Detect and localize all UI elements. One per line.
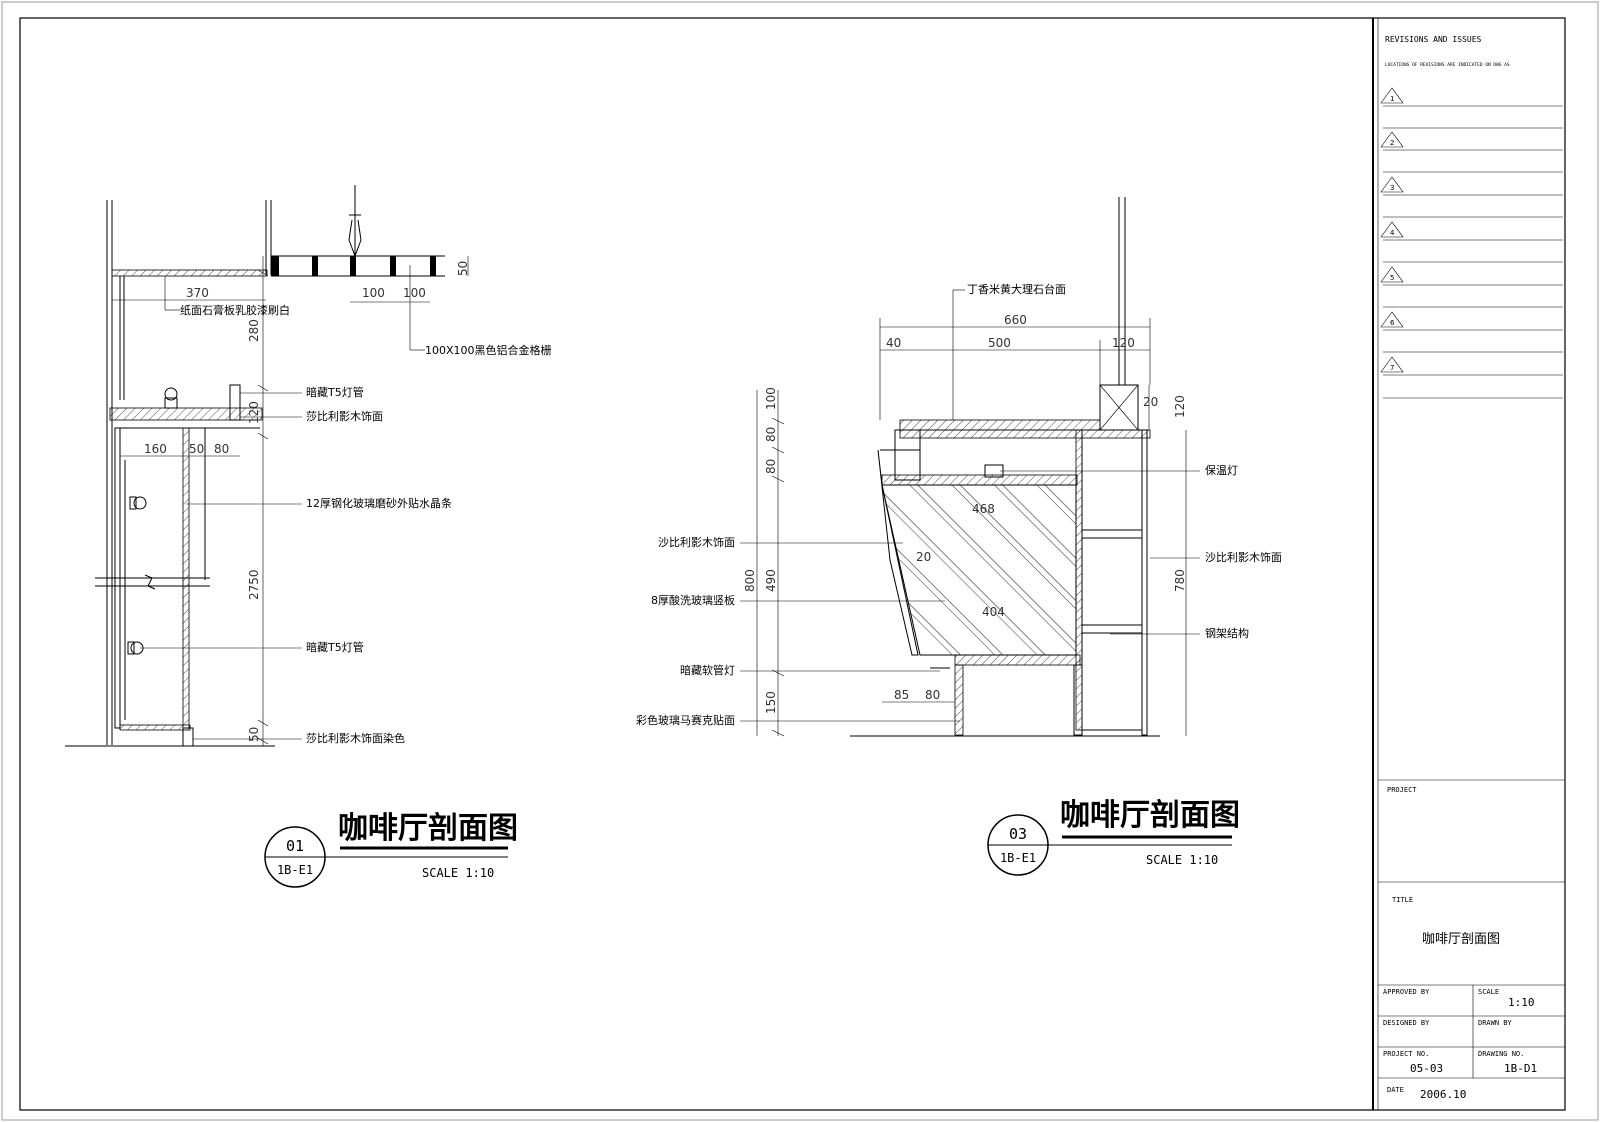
inner-border <box>19 17 1566 1111</box>
s1-dim-2750: 2750 <box>247 569 261 600</box>
s1-dim-370: 370 <box>186 286 209 300</box>
title-label: TITLE <box>1392 896 1413 904</box>
s3-dim-800: 800 <box>743 569 757 592</box>
s1-dim-80: 80 <box>214 442 229 456</box>
s1-label-sapele-stained: 莎比利影木饰面染色 <box>306 731 405 745</box>
scale-value: 1:10 <box>1508 996 1535 1009</box>
s1-label-hidden-t5-upper: 暗藏T5灯管 <box>306 385 364 399</box>
approved-by-label: APPROVED BY <box>1383 988 1430 996</box>
revisions-header: REVISIONS AND ISSUES <box>1385 35 1482 44</box>
revisions-note: LOCATIONS OF REVISIONS ARE INDICATED ON … <box>1385 62 1510 68</box>
s1-dim-50: 50 <box>189 442 204 456</box>
title-block-grid <box>1378 779 1565 1079</box>
s3-dim-660: 660 <box>1004 313 1027 327</box>
revision-7: 7 <box>1390 364 1394 372</box>
s1-label-tempered-glass: 12厚钢化玻璃磨砂外贴水晶条 <box>306 496 452 510</box>
title-value: 咖啡厅剖面图 <box>1422 932 1500 947</box>
drawing-no-label: DRAWING NO. <box>1478 1050 1524 1058</box>
s3-dim-500: 500 <box>988 336 1011 350</box>
s1-dim-50-top: 50 <box>456 261 470 276</box>
s1-dim-280: 280 <box>247 319 261 342</box>
revision-2: 2 <box>1390 139 1394 147</box>
s3-dim-80c: 80 <box>925 688 940 702</box>
s3-dim-120-top: 120 <box>1112 336 1135 350</box>
date-value: 2006.10 <box>1420 1088 1466 1101</box>
s3-label-sapele-right: 沙比利影木饰面 <box>1205 550 1282 564</box>
revision-3: 3 <box>1390 184 1394 192</box>
s3-scale: SCALE 1:10 <box>1146 853 1218 867</box>
s1-scale: SCALE 1:10 <box>422 866 494 880</box>
s1-title: 咖啡厅剖面图 <box>338 811 518 846</box>
section-01-title-block <box>264 826 508 888</box>
section-03-drawing <box>740 197 1200 737</box>
revision-6: 6 <box>1390 319 1395 327</box>
s3-label-marble-top: 丁香米黄大理石台面 <box>967 282 1066 296</box>
designed-by-label: DESIGNED BY <box>1383 1019 1430 1027</box>
s1-label-gypsum-board: 纸面石膏板乳胶漆刷白 <box>180 303 290 317</box>
s3-dim-490: 490 <box>764 569 778 592</box>
s3-dim-85: 85 <box>894 688 909 702</box>
scale-label: SCALE <box>1478 988 1499 996</box>
s1-dim-100b: 100 <box>403 286 426 300</box>
s3-dim-468: 468 <box>972 502 995 516</box>
s3-label-hidden-hose-light: 暗藏软管灯 <box>680 663 735 677</box>
s3-label-acid-glass: 8厚酸洗玻璃竖板 <box>651 593 735 607</box>
s3-dim-40: 40 <box>886 336 901 350</box>
drawing-no-value: 1B-D1 <box>1504 1062 1537 1075</box>
s3-section-number: 03 <box>1009 825 1027 843</box>
s3-sheet-ref: 1B-E1 <box>1000 851 1036 865</box>
drawn-by-label: DRAWN BY <box>1478 1019 1513 1027</box>
project-no-label: PROJECT NO. <box>1383 1050 1429 1058</box>
s1-dim-160: 160 <box>144 442 167 456</box>
s3-title: 咖啡厅剖面图 <box>1060 798 1240 833</box>
s3-dim-20: 20 <box>916 550 931 564</box>
s1-label-aluminum-grille: 100X100黑色铝合金格栅 <box>425 343 552 357</box>
s1-label-hidden-t5-lower: 暗藏T5灯管 <box>306 640 364 654</box>
s1-dim-50-bot: 50 <box>247 727 261 742</box>
project-no-value: 05-03 <box>1410 1062 1443 1075</box>
s3-label-heat-lamp: 保温灯 <box>1205 463 1238 477</box>
s3-dim-780: 780 <box>1173 569 1187 592</box>
section-03-title-block <box>987 814 1232 876</box>
s3-dim-100: 100 <box>764 387 778 410</box>
s1-dim-100a: 100 <box>362 286 385 300</box>
revision-4: 4 <box>1390 229 1395 237</box>
project-label: PROJECT <box>1387 786 1417 794</box>
revision-rows <box>1380 87 1563 399</box>
s3-label-sapele-left: 沙比利影木饰面 <box>658 535 735 549</box>
s3-label-glass-mosaic: 彩色玻璃马赛克贴面 <box>636 713 735 727</box>
s3-dim-120-right: 120 <box>1173 395 1187 418</box>
s3-dim-20-right: 20 <box>1143 395 1158 409</box>
s3-label-steel-frame: 钢架结构 <box>1205 626 1249 640</box>
revision-5: 5 <box>1390 274 1394 282</box>
s1-sheet-ref: 1B-E1 <box>277 863 313 877</box>
s3-dim-80b: 80 <box>764 459 778 474</box>
section-01-drawing <box>65 185 469 747</box>
s1-dim-120: 120 <box>247 401 261 424</box>
s1-label-sapele-veneer: 莎比利影木饰面 <box>306 409 383 423</box>
date-label: DATE <box>1387 1086 1404 1094</box>
s3-dim-150: 150 <box>764 691 778 714</box>
s1-section-number: 01 <box>286 837 304 855</box>
s3-dim-404: 404 <box>982 605 1005 619</box>
s3-dim-80a: 80 <box>764 427 778 442</box>
revision-1: 1 <box>1390 95 1394 103</box>
